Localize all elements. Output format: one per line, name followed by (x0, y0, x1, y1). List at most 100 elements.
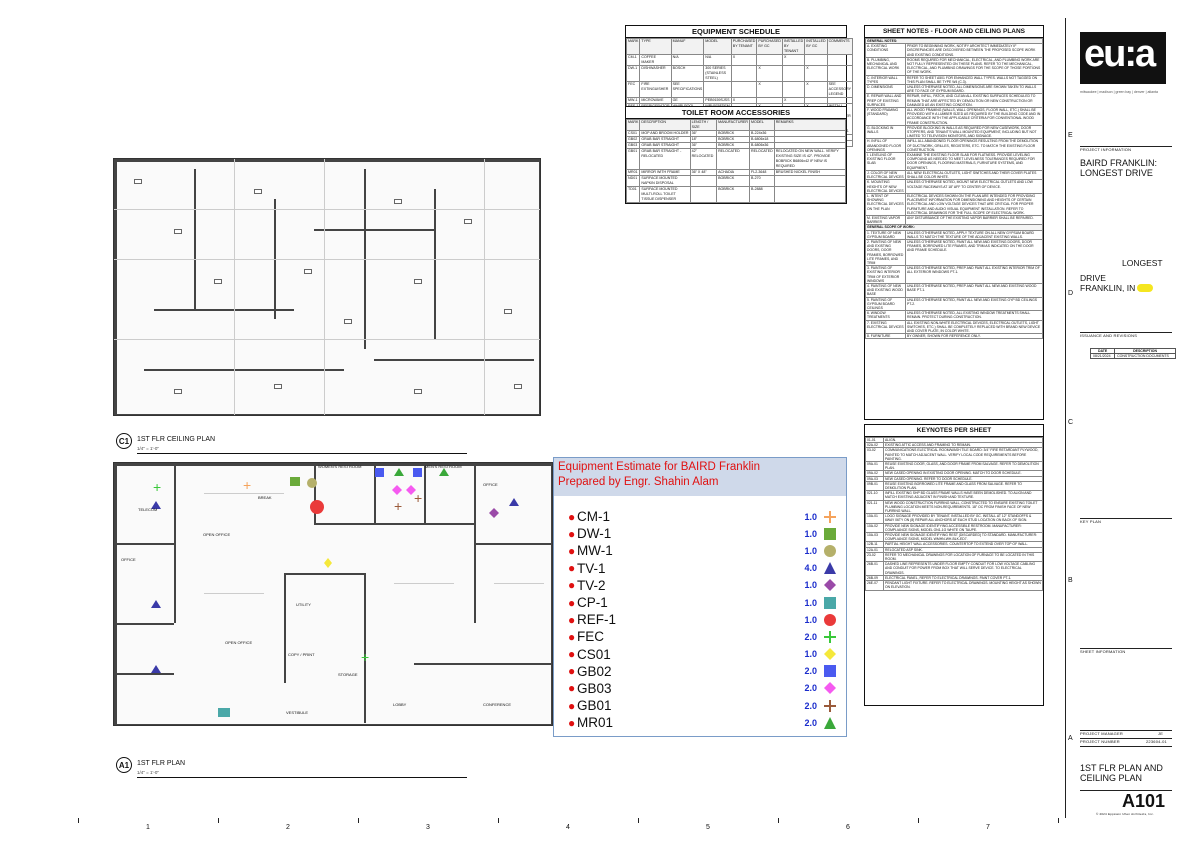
project-info-label: PROJECT INFORMATION (1080, 147, 1132, 152)
estimate-code: FEC (577, 629, 604, 645)
table-cell: BOSCH (670, 65, 705, 82)
estimate-code: TV-1 (577, 560, 606, 576)
grid-number-5: 5 (706, 824, 710, 831)
table-cell: SEE SPECIFICATIONS (670, 81, 705, 98)
room-label: COPY / PRINT (288, 652, 315, 657)
table-cell: 42" RELOCATED (689, 148, 718, 170)
estimate-quantity: 1.0 (804, 528, 817, 539)
address-line3-wrap: FRANKLIN, IN (1080, 283, 1163, 293)
note-row: F. WOOD FRAMING (STANDARD)ALL WOOD FRAMI… (865, 107, 1043, 126)
floor-plan-drawing: + + + + + (113, 462, 553, 726)
grid-number-6: 6 (846, 824, 850, 831)
column-header: PURCHASED BY TENANT (730, 38, 758, 55)
grid-letter-a: A (1068, 735, 1073, 742)
keynote-text: NEW CASED OPENING. REFER TO DOOR SCHEDUL… (883, 475, 1043, 482)
table-cell: X (781, 54, 806, 66)
plan-scale: 1/4" = 1'-0" (137, 446, 159, 451)
table-cell: SURFACE MOUNTED NAPKIN DISPOSAL (639, 175, 691, 187)
table-cell (826, 54, 854, 66)
estimate-quantity: 2.0 (804, 631, 817, 642)
equipment-markers: + + + + + (151, 468, 519, 717)
column-header: MANUF (670, 38, 705, 55)
note-label: B. PLUMBING, MECHANICAL AND ELECTRICAL W… (865, 56, 906, 76)
note-label: G. BLOCKING IN WALLS (865, 124, 906, 140)
plan-name: 1ST FLR PLAN (137, 760, 186, 767)
grid-numbers: 1 2 3 4 5 6 7 (0, 818, 1191, 842)
table-cell: COFFEE MAKER (639, 54, 672, 66)
note-text: ALL EXISTING NON-WHITE ELECTRICAL DEVICE… (905, 319, 1043, 335)
note-text: UNLESS OTHERWISE NOTED, ALL EXISTING WIN… (905, 310, 1043, 321)
column-header: TYPE (639, 38, 672, 55)
ceiling-plan-drawing (113, 158, 541, 416)
note-text: ALL NEW ELECTRICAL OUTLETS, LIGHT SWITCH… (905, 169, 1043, 181)
table-cell: B-2888 (749, 186, 775, 203)
note-text: ANY DISTURBANCE OF THE EXISTING VAPOR BA… (905, 214, 1043, 226)
note-label: 8. FURNITURE (865, 333, 906, 340)
title-block: eu:a milwaukee | madison | green bay | d… (1060, 18, 1176, 818)
table-cell: 300 SERIES (STAINLESS STEEL) (703, 65, 732, 82)
note-text: UNLESS OTHERWISE NOTED, PAINT ALL NEW AN… (905, 296, 1043, 312)
table-cell: PEB9159SJSS (703, 97, 732, 104)
note-text: UNLESS OTHERWISE NOTED, ALL DIMENSIONS A… (905, 84, 1043, 95)
keynote-number: 021-11 (865, 499, 884, 515)
estimate-code: CM-1 (577, 509, 610, 525)
table-cell (756, 54, 783, 66)
estimate-quantity: 1.0 (804, 511, 817, 522)
table-cell: ND01 (625, 175, 641, 187)
bullet-icon: ● (568, 526, 576, 541)
table-cell: GRAB BAR STRAIGHT - RELOCATED (639, 148, 691, 170)
room-label: CONFERENCE (483, 702, 512, 707)
plan-bubble: A1 (116, 757, 132, 773)
grid-letter-d: D (1068, 290, 1074, 297)
table-cell (826, 65, 854, 82)
keynote-text: PROVIDE NEW SIGNAGE IDENTIFYING REST (DI… (883, 532, 1043, 543)
equipment-estimate-overlay: Equipment Estimate for BAIRD Franklin Pr… (553, 457, 847, 737)
note-label: H. INFILL OF ABANDONED FLOOR OPENINGS (865, 138, 906, 154)
keynote-text: ELECTRICAL PANEL, REFER TO ELECTRICAL DR… (883, 574, 1043, 582)
note-label: 7. EXISTING ELECTRICAL DEVICES (865, 319, 906, 335)
column-header: DESCRIPTION (639, 119, 691, 131)
estimate-code: CP-1 (577, 595, 608, 611)
keynote-text: INFILL EXISTING SHP BD GLASS FRAME WALLS… (883, 490, 1043, 501)
estimate-quantity: 2.0 (804, 717, 817, 728)
keynote-text: REUSE EXISTING DOOR, GLASS, AND DOOR FRA… (883, 460, 1043, 472)
estimate-quantity: 4.0 (804, 563, 817, 574)
keynote-text: PROVIDE NEW SIGNAGE IDENTIFYING ACCESSIB… (883, 522, 1043, 534)
grid-letter-c: C (1068, 419, 1074, 426)
table-cell: CM-1 (625, 54, 641, 66)
table-cell: DISHWASHER (639, 65, 672, 82)
note-text: UNLESS OTHERWISE NOTED, APPLY TEXTURE ON… (905, 229, 1043, 240)
note-text: REPAIR, INFILL, PATCH, AND CLEAN ALL EXI… (905, 93, 1043, 109)
table-cell: B-270 (749, 175, 775, 187)
table-cell (804, 54, 828, 66)
svg-text:+: + (153, 479, 161, 495)
bullet-icon: ● (568, 612, 576, 627)
plan-scale: 1/4" = 1'-0" (137, 770, 159, 775)
diamond-symbol-icon (824, 682, 836, 695)
table-cell: BOBRICK (716, 175, 751, 187)
